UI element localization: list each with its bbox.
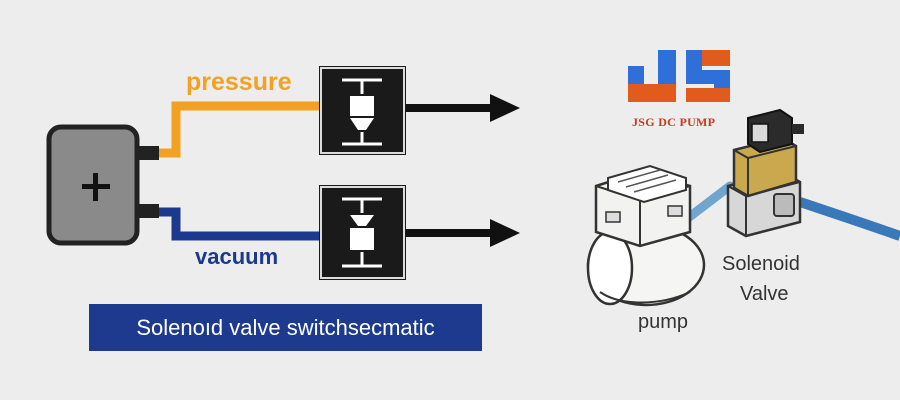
connection-tube xyxy=(683,181,900,241)
vacuum-line xyxy=(159,207,340,241)
pump-icon xyxy=(586,164,706,307)
pressure-line xyxy=(159,101,340,158)
pressure-valve-symbol-icon xyxy=(319,66,406,155)
pump-label: pump xyxy=(638,311,689,333)
solenoid-valve-icon xyxy=(726,108,804,238)
pressure-port-label: pressure xyxy=(186,68,292,96)
pressure-output-arrow-icon xyxy=(406,94,520,122)
schematic-title-banner: Solenoıd valve switchsecmatic xyxy=(89,304,482,351)
brand-name: JSG DC PUMP xyxy=(632,115,716,129)
control-box-icon xyxy=(46,124,159,246)
solenoid-valve-label-line2: Valve xyxy=(740,283,789,305)
solenoid-valve-label-line1: Solenoid xyxy=(722,253,800,275)
brand-logo-icon xyxy=(628,50,730,102)
vacuum-port-label: vacuum xyxy=(195,244,279,269)
vacuum-valve-symbol-icon xyxy=(319,185,406,280)
vacuum-output-arrow-icon xyxy=(406,219,520,247)
